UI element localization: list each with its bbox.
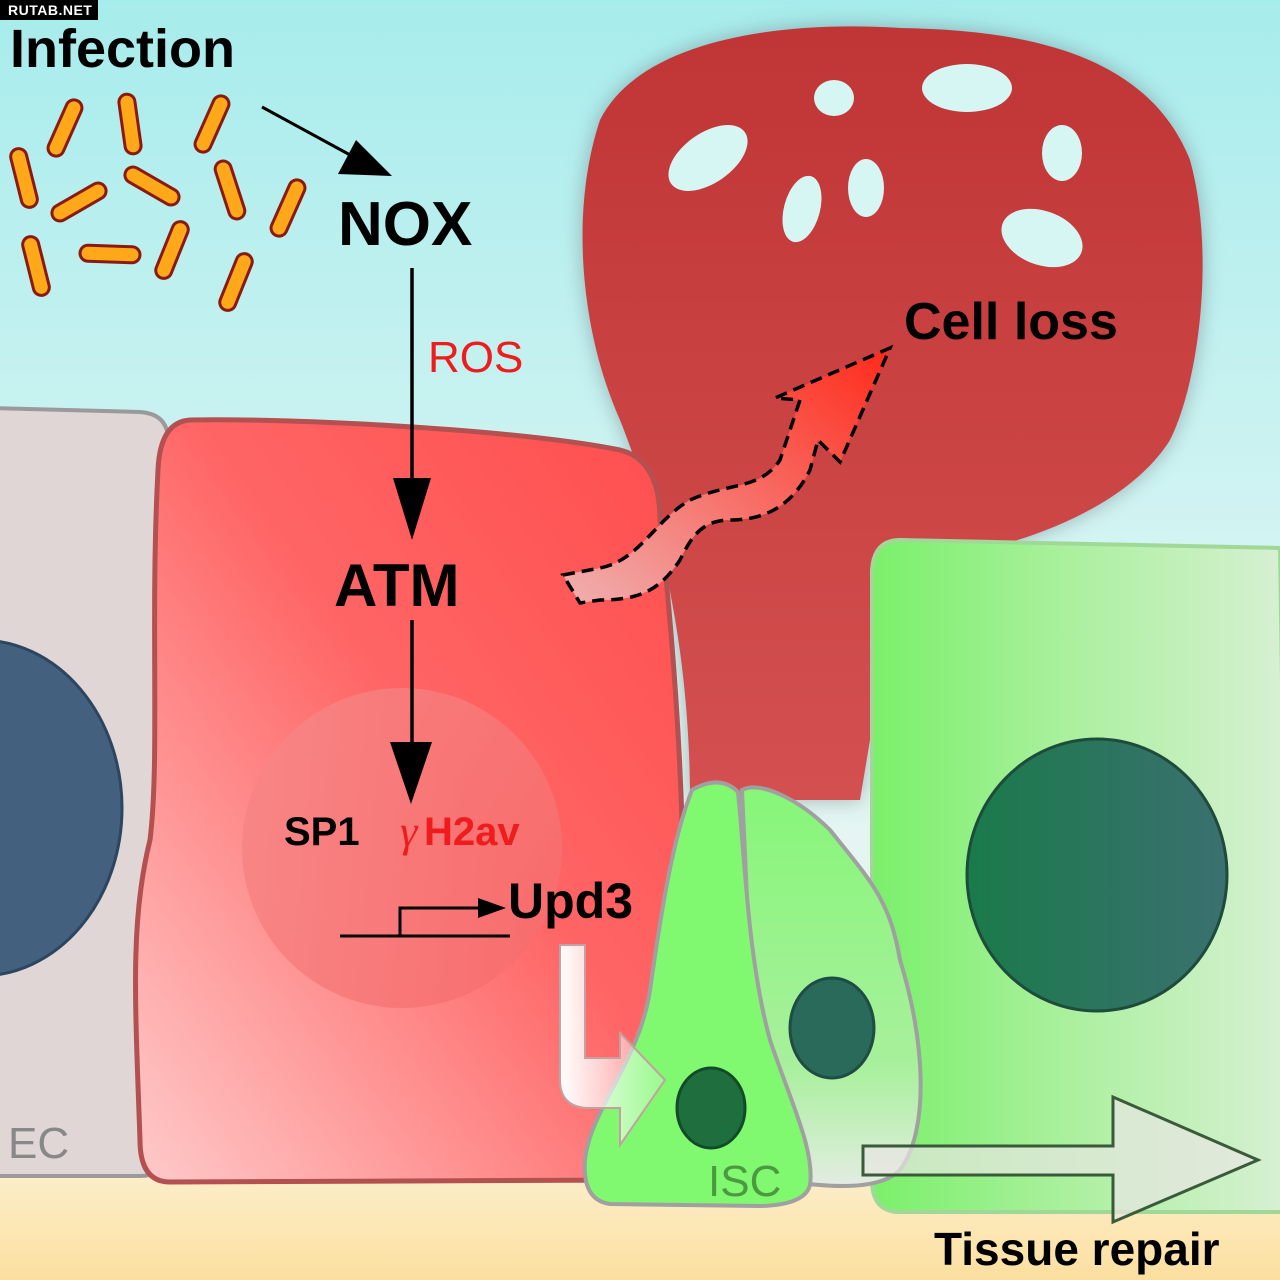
damaged-cell-nucleus [242,688,562,1008]
label-gamma: γ [400,807,418,856]
vacuole [922,64,1012,112]
vacuole [814,80,854,116]
label-upd3: Upd3 [508,873,633,929]
vacuole [1042,125,1082,181]
label-ec: EC [8,1119,70,1168]
label-tissue-repair: Tissue repair [934,1223,1220,1275]
arrow-icon [393,268,431,540]
ec-nucleus [0,640,124,976]
enteroblast-nucleus [788,976,876,1080]
dashed-arrow-icon [560,344,894,605]
label-isc: ISC [708,1157,782,1206]
damaged-enterocyte [133,417,687,1185]
arrow-icon [390,620,432,804]
label-h2av: H2av [424,810,520,854]
label-infection: Infection [10,19,235,79]
isc-nucleus [675,1066,747,1150]
right-cell-nucleus [965,737,1229,1013]
vacuole [668,125,748,191]
dying-cell [582,26,1203,801]
bacteria-icon [9,92,307,312]
block-arrow-icon [861,1094,1262,1225]
right-cell [870,537,1280,1214]
bent-arrow-icon [559,944,667,1149]
promoter-arrow-icon [340,898,510,938]
arrow-icon [261,105,392,176]
label-nox: NOX [338,190,473,259]
label-sp1: SP1 [284,810,360,854]
vacuole [782,175,822,243]
label-ros: ROS [428,333,524,382]
watermark: RUTAB.NET [0,0,99,20]
vacuole [1001,208,1083,268]
vacuole [848,159,884,217]
label-cell-loss: Cell loss [904,293,1118,351]
label-atm: ATM [334,552,460,619]
